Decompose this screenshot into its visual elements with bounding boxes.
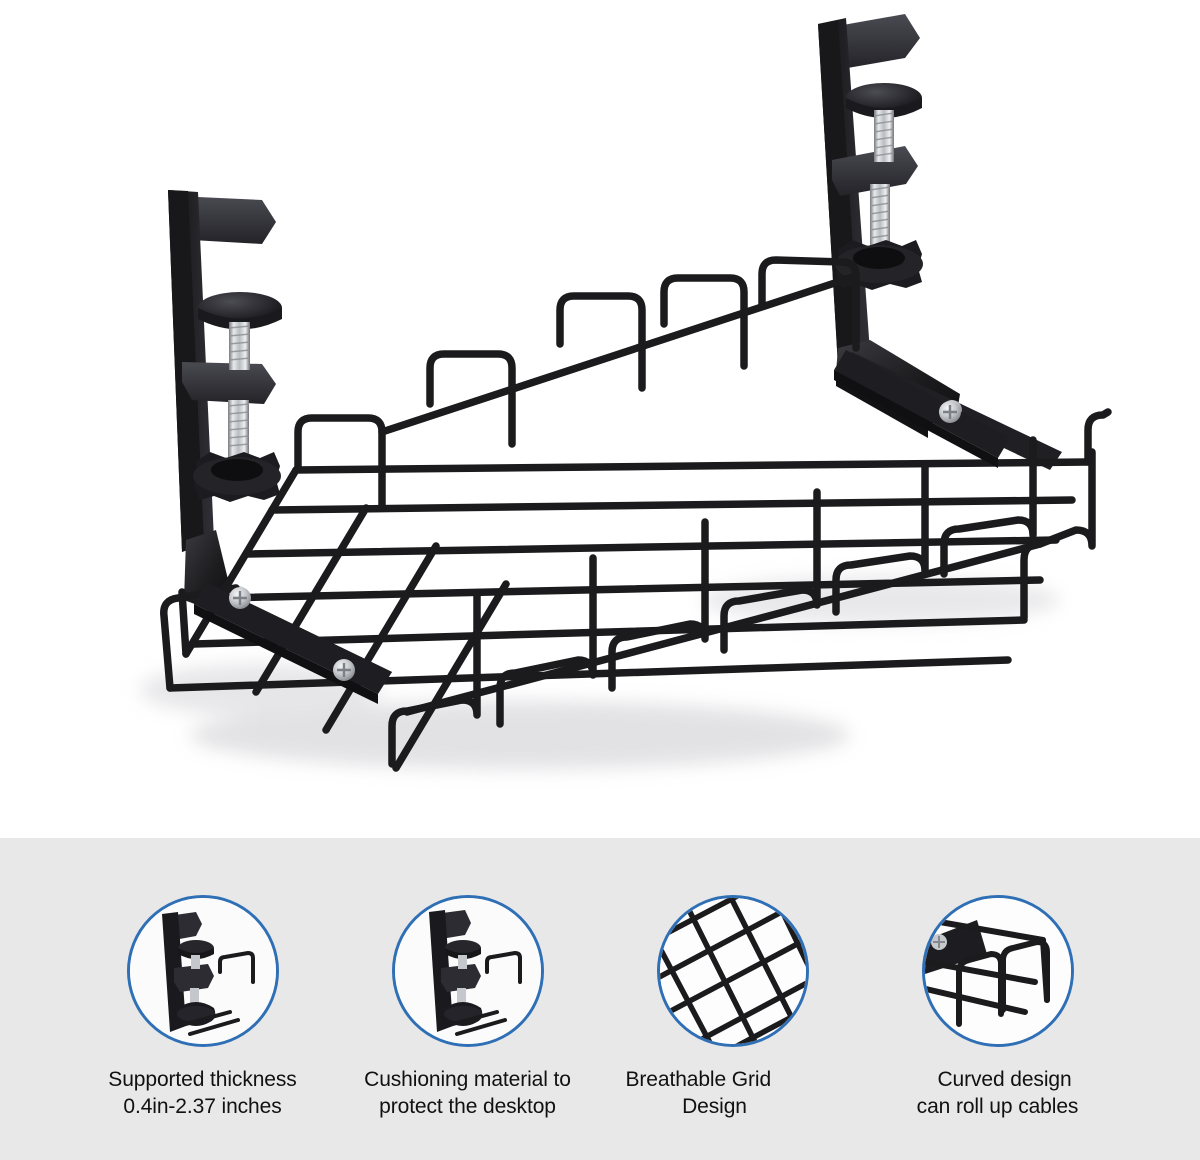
clamp-screw-upper-left [228, 322, 251, 370]
feature-caption: Curved design can roll up cables [873, 1067, 1123, 1121]
thumb-wrap [656, 895, 809, 1047]
feature-thumbnail[interactable] [921, 895, 1074, 1047]
feature-thumbnail[interactable] [656, 895, 809, 1047]
mounting-bracket-right-overlay [834, 350, 1010, 468]
feature-caption: Supported thickness 0.4in-2.37 inches [78, 1067, 328, 1121]
feature-caption: Cushioning material to protect the deskt… [343, 1067, 593, 1121]
basket-right-end [1020, 408, 1112, 622]
feature-curved-design: Curved design can roll up cables [865, 838, 1130, 1160]
caption-line-1: Supported thickness [108, 1068, 297, 1091]
caption-line-1: Cushioning material to [364, 1068, 571, 1091]
feature-breathable-grid: Breathable Grid Design [600, 838, 865, 1160]
feature-supported-thickness: Supported thickness 0.4in-2.37 inches [70, 838, 335, 1160]
clamp-screw-lower-left [227, 400, 250, 458]
feature-strip: Supported thickness 0.4in-2.37 inches [0, 838, 1200, 1160]
feature-cushioning-material: Cushioning material to protect the deskt… [335, 838, 600, 1160]
basket-rear-ribs [294, 256, 860, 512]
hero-product-image [140, 14, 1112, 772]
caption-line-2: protect the desktop [379, 1094, 556, 1118]
clamp-screw-lower [869, 184, 891, 246]
basket-rear-rim [378, 272, 860, 436]
thumb-wrap [921, 895, 1074, 1047]
caption-line-1: Curved design [937, 1068, 1072, 1091]
basket-front-rim [403, 540, 1044, 716]
wire-basket [160, 256, 1112, 772]
feature-caption: Breathable Grid Design [608, 1067, 858, 1121]
mounting-bracket-left-overlay [194, 582, 392, 704]
clamp-pad-icon [394, 898, 541, 1044]
caption-line-2: can roll up cables [916, 1094, 1079, 1118]
caption-line-1: Breathable Grid [625, 1068, 772, 1091]
clamp-knob-left [193, 452, 281, 502]
thumb-wrap [126, 895, 279, 1047]
clamp-screw-upper [873, 110, 895, 162]
basket-floor-cross [166, 458, 1092, 692]
caption-line-2: 0.4in-2.37 inches [123, 1094, 282, 1118]
basket-left-end [160, 584, 240, 692]
caption-line-2: Design [682, 1094, 747, 1118]
feature-thumbnail[interactable] [126, 895, 279, 1047]
thumb-wrap [391, 895, 544, 1047]
clamp-icon [129, 898, 276, 1044]
grid-mesh-icon [659, 898, 806, 1044]
product-illustration [140, 14, 1112, 772]
feature-thumbnail[interactable] [391, 895, 544, 1047]
feature-row: Supported thickness 0.4in-2.37 inches [0, 838, 1200, 1160]
curved-wire-icon [924, 898, 1071, 1044]
